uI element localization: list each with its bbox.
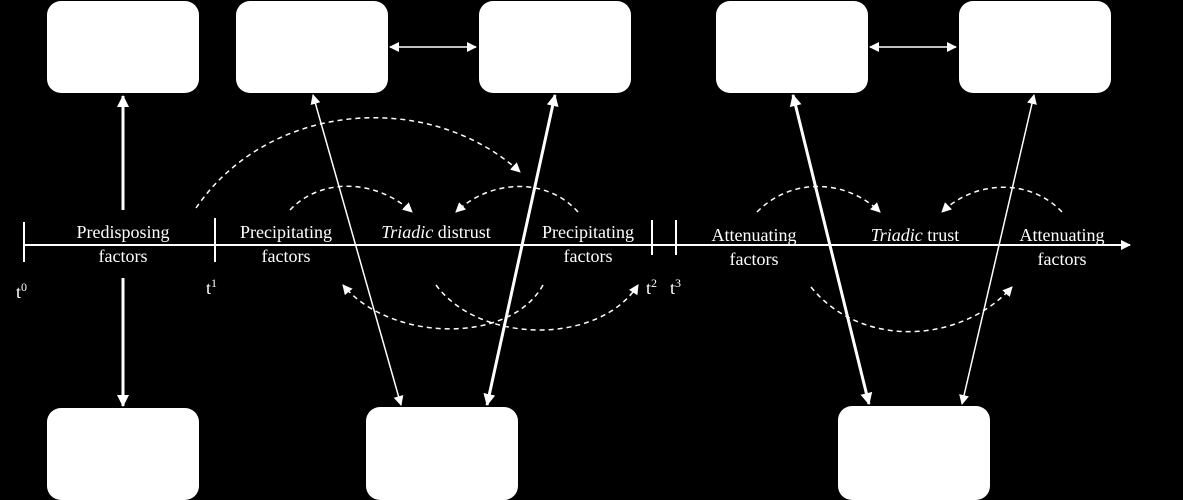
box-top-distrust-left	[236, 1, 388, 93]
box-bottom-distrust	[366, 407, 518, 500]
dashed-arc-lower-left	[342, 284, 544, 330]
dashed-arc-precipitating-to-distrust	[289, 185, 413, 213]
phase-label-precipitating-1: Precipitating factors	[240, 222, 332, 266]
phase-label-triadic-trust: Triadic trust	[870, 225, 960, 245]
box-bottom-trust	[838, 406, 990, 500]
box-top-distrust-right	[479, 1, 631, 93]
phase-label-predisposing: Predisposing factors	[76, 222, 170, 266]
phase-label-attenuating-1: Attenuating factors	[711, 225, 797, 269]
box-top-trust-right	[959, 1, 1111, 93]
box-top-predisposing	[47, 1, 199, 93]
tick-label-t1: t1	[206, 276, 218, 298]
dashed-arc-attenuating-to-trust	[756, 185, 881, 213]
tick-label-t2: t2	[646, 276, 658, 298]
dashed-arc-trust-lower	[810, 286, 1013, 333]
arrow-diagonal-trust-thin	[959, 94, 1037, 405]
dashed-arc-lower-right	[435, 284, 639, 331]
dashed-arc-predisposing-to-distrust	[195, 116, 521, 209]
dashed-arc-attenuating2-to-trust	[941, 186, 1063, 213]
dashed-arc-precipitating2-to-distrust	[455, 185, 579, 213]
tick-label-t0: t0	[16, 280, 28, 302]
box-top-trust-left	[716, 1, 868, 93]
tick-label-t3: t3	[670, 276, 682, 298]
arrow-diagonal-distrust-thick	[483, 94, 559, 406]
phase-label-attenuating-2: Attenuating factors	[1019, 225, 1105, 269]
phase-label-triadic-distrust: Triadic distrust	[381, 222, 491, 242]
arrow-diagonal-distrust-thin	[310, 94, 404, 406]
box-bottom-predisposing	[47, 408, 199, 500]
arrow-diagonal-trust-thick	[789, 94, 873, 405]
phase-label-precipitating-2: Precipitating factors	[542, 222, 634, 266]
